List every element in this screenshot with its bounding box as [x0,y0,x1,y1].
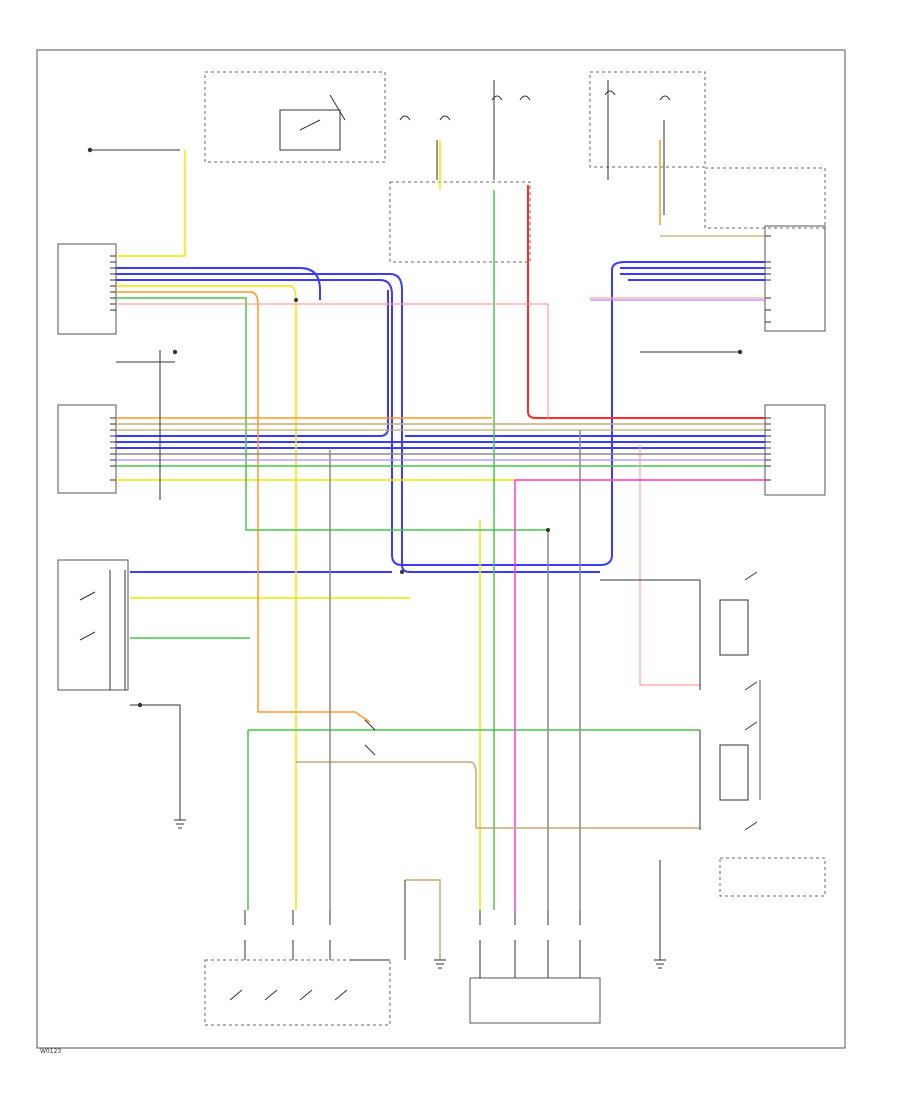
connector-pins [110,235,771,481]
splice-dots [87,147,743,708]
fuse-block-center [389,181,531,263]
diagram-frame [36,49,846,1049]
red-wires [527,185,765,419]
master-switch-box [719,857,826,897]
magenta-wires [514,479,765,910]
fuse-symbols [279,80,671,215]
bottom-connectors [244,910,581,978]
fuse-box-left [204,71,386,163]
rear-power-window-switch [57,559,129,691]
gray-wires [116,430,765,910]
blue-wires [116,261,765,573]
switch-symbols [79,571,758,1001]
diagram-code-label: W0123 [40,1048,61,1055]
tan-wires [116,423,765,960]
orange-wires [116,140,661,723]
junction-box-upper-right [704,167,826,229]
passenger-window-switch-box [204,959,391,1026]
right-rear-door-module [57,404,117,494]
rear-window-lock-switch [469,977,601,1024]
fuse-box-right [589,71,706,168]
yellow-wires [116,140,765,910]
pink-wires [116,297,765,686]
olive-wires [116,235,765,431]
left-rear-door-module [764,404,826,496]
driver-door-module [764,225,826,332]
green-wires [116,190,765,910]
ground-symbols [174,819,666,969]
black-wires [90,149,738,961]
front-passenger-door-module [57,243,117,335]
violet-wires [116,299,765,461]
